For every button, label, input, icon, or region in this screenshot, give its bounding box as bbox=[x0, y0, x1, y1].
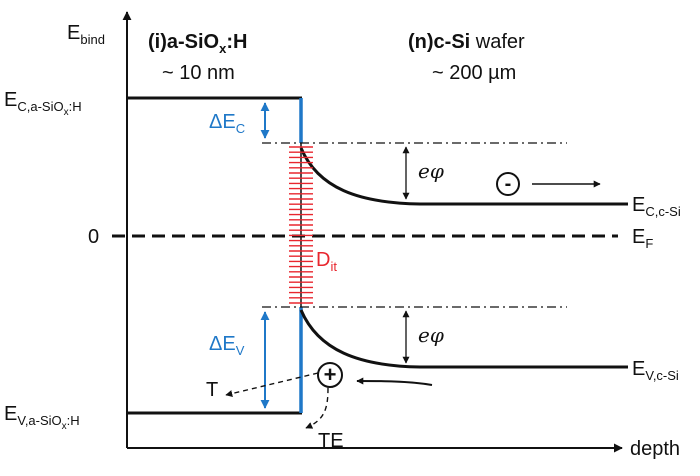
ec-csi-band bbox=[299, 147, 628, 206]
delta-ev-label: ΔEV bbox=[209, 333, 245, 358]
tunneling-path bbox=[225, 372, 319, 397]
zero-label: 0 bbox=[88, 226, 99, 248]
ec-asiox-label: EC,a-SiOx:H bbox=[4, 89, 82, 118]
ev-asiox-label: EV,a-SiOx:H bbox=[4, 403, 80, 432]
fermi-label: EF bbox=[632, 226, 653, 251]
right-layer-thickness: ~ 200 µm bbox=[432, 62, 516, 84]
hole-symbol: + bbox=[324, 362, 337, 387]
hole-motion-arrow bbox=[356, 377, 433, 386]
tunneling-label: T bbox=[206, 379, 218, 401]
x-axis-label: depth bbox=[630, 438, 680, 460]
electron-symbol: - bbox=[505, 173, 512, 195]
electron-icon bbox=[496, 172, 520, 196]
right-layer-title: (n)c-Si wafer bbox=[408, 31, 525, 53]
left-layer-title: (i)a-SiOx:H bbox=[148, 31, 247, 56]
y-axis-label: Ebind bbox=[67, 22, 105, 47]
band-bending-ec-label: eφ bbox=[418, 159, 444, 183]
delta-ec-label: ΔEC bbox=[209, 111, 245, 136]
band-bending-ev-label: eφ bbox=[418, 323, 444, 347]
dit-label: Dit bbox=[316, 249, 337, 274]
thermionic-emission-label: TE bbox=[318, 430, 344, 452]
thermionic-emission-path bbox=[305, 387, 329, 429]
interface-defect-states bbox=[289, 146, 313, 304]
ev-csi-label: EV,c-Si bbox=[632, 358, 679, 383]
hole-icon bbox=[317, 362, 343, 388]
ev-csi-band bbox=[299, 309, 628, 369]
ec-csi-label: EC,c-Si bbox=[632, 194, 681, 219]
left-layer-thickness: ~ 10 nm bbox=[162, 62, 235, 84]
